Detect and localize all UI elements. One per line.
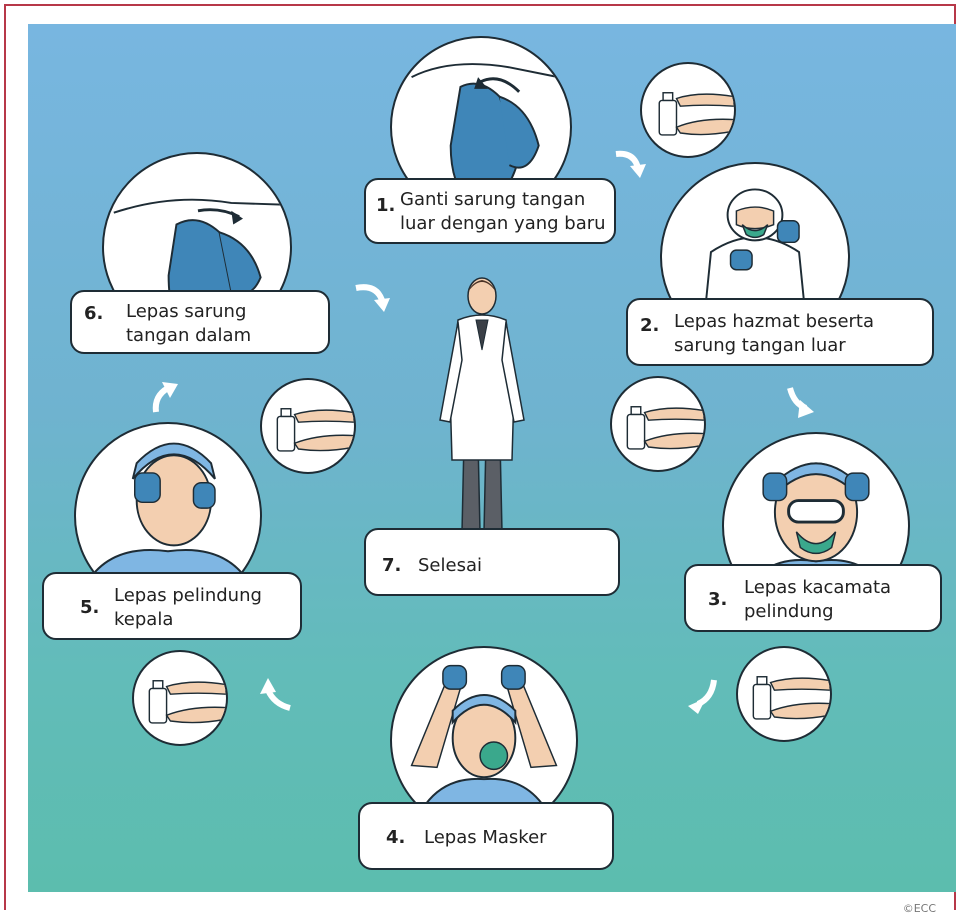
step-6-text-line2: tangan dalam	[126, 324, 251, 347]
step-3-number: 3.	[708, 588, 727, 611]
step-6-text-line1: Lepas sarung	[126, 300, 246, 323]
watermark: ©ECC	[903, 902, 936, 915]
step-4-number: 4.	[386, 826, 405, 849]
step-3-label: 3. Lepas kacamata pelindung	[684, 564, 942, 632]
diagram-panel: 1. Ganti sarung tangan luar dengan yang …	[28, 24, 956, 892]
step-3-text-line2: pelindung	[744, 600, 834, 623]
step-3-text-line1: Lepas kacamata	[744, 576, 891, 599]
step-2-text-line2: sarung tangan luar	[674, 334, 846, 357]
step-1-label: 1. Ganti sarung tangan luar dengan yang …	[364, 178, 616, 244]
sanitizer-icon	[736, 646, 832, 742]
step-1-text-line1: Ganti sarung tangan	[400, 188, 585, 211]
step-1-text-line2: luar dengan yang baru	[400, 212, 606, 235]
step-7-text-line1: Selesai	[418, 554, 482, 577]
curved-arrow-icon	[354, 276, 394, 316]
step-4-label: 4. Lepas Masker	[358, 802, 614, 870]
doctor-figure	[432, 270, 532, 532]
step-2-label: 2. Lepas hazmat beserta sarung tangan lu…	[626, 298, 934, 366]
step-5-text-line1: Lepas pelindung	[114, 584, 262, 607]
step-5-number: 5.	[80, 596, 99, 619]
step-6-number: 6.	[84, 302, 103, 325]
step-5-text-line2: kepala	[114, 608, 173, 631]
sanitizer-icon	[132, 650, 228, 746]
step-6-label: 6. Lepas sarung tangan dalam	[70, 290, 330, 354]
curved-arrow-icon	[612, 142, 652, 182]
step-4-text-line1: Lepas Masker	[424, 826, 547, 849]
step-5-label: 5. Lepas pelindung kepala	[42, 572, 302, 640]
sanitizer-icon	[260, 378, 356, 474]
step-7-number: 7.	[382, 554, 401, 577]
curved-arrow-icon	[684, 676, 724, 716]
curved-arrow-icon	[146, 374, 186, 414]
sanitizer-icon	[610, 376, 706, 472]
step-2-number: 2.	[640, 314, 659, 337]
curved-arrow-icon	[780, 384, 820, 424]
step-2-text-line1: Lepas hazmat beserta	[674, 310, 874, 333]
step-7-label: 7. Selesai	[364, 528, 620, 596]
step-1-number: 1.	[376, 194, 395, 217]
curved-arrow-icon	[254, 674, 294, 714]
sanitizer-icon	[640, 62, 736, 158]
